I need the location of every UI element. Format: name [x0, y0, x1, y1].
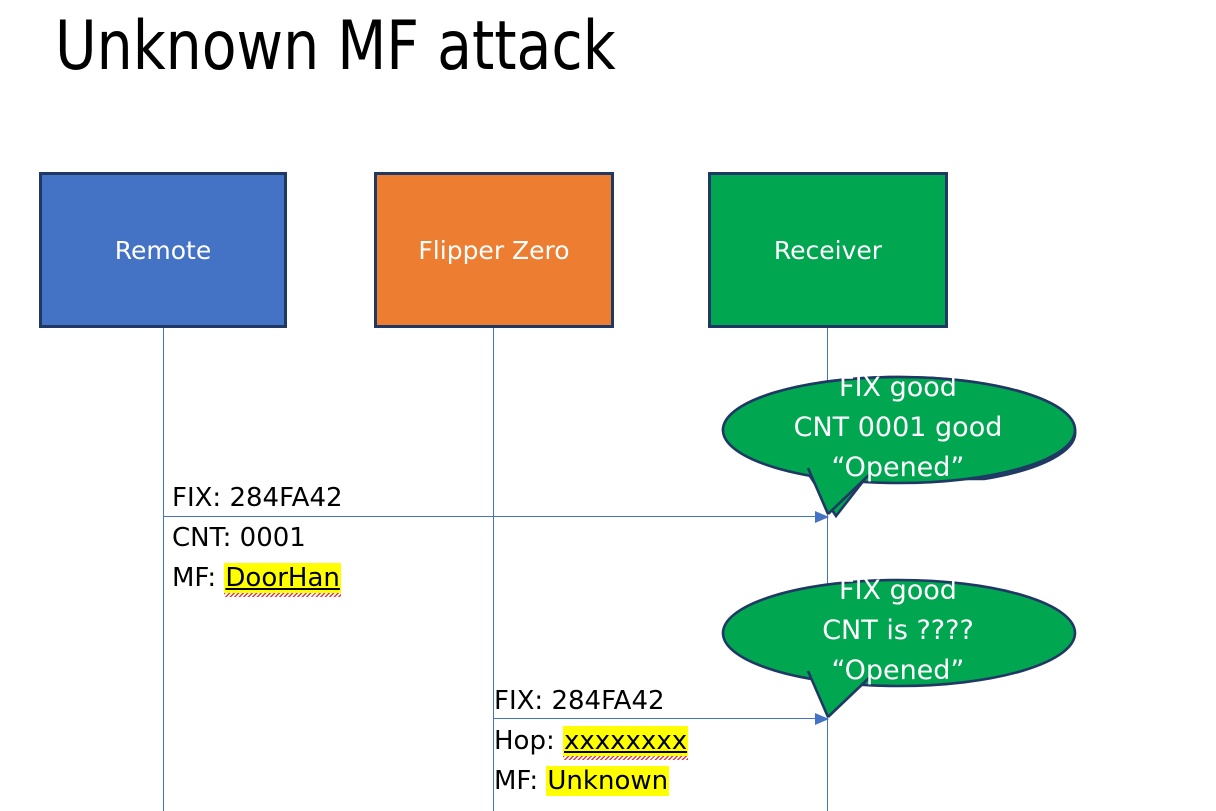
actor-label-flipper: Flipper Zero [418, 235, 570, 265]
actor-label-remote: Remote [114, 235, 212, 265]
message-2-hop-prefix: Hop: [494, 726, 563, 756]
actor-label-receiver: Receiver [773, 235, 883, 265]
message-1-fix-label: FIX: 284FA42 [172, 483, 343, 513]
actor-box-remote[interactable]: Remote [39, 172, 287, 328]
speech-bubble-1: FIX good CNT 0001 good “Opened” [718, 362, 1078, 522]
message-1-mf-value-highlight: DoorHan [224, 563, 341, 593]
lifeline-remote [163, 328, 164, 811]
lifeline-flipper [493, 328, 494, 811]
message-2-mf-prefix: MF: [494, 766, 547, 796]
actor-box-receiver[interactable]: Receiver [708, 172, 948, 328]
lifeline-receiver [827, 328, 828, 811]
actor-box-flipper[interactable]: Flipper Zero [374, 172, 614, 328]
message-2-mf-label: MF: Unknown [494, 761, 670, 801]
speech-bubble-1-shape [721, 375, 1077, 519]
message-2-hop-label: Hop: xxxxxxxx [494, 721, 689, 761]
message-2-hop-value: xxxxxxxx [564, 726, 688, 756]
message-arrow-flipper-to-receiver [493, 713, 829, 725]
message-arrow-remote-to-receiver [163, 511, 829, 523]
speech-bubble-2: FIX good CNT is ???? “Opened” [718, 565, 1078, 725]
message-2-hop-value-highlight: xxxxxxxx [563, 726, 689, 756]
message-1-cnt-label: CNT: 0001 [172, 523, 306, 553]
message-2-mf-value: Unknown [547, 766, 669, 796]
message-1-mf-label: MF: DoorHan [172, 558, 341, 598]
speech-bubble-2-shape [721, 578, 1077, 718]
message-2-mf-value-highlight: Unknown [546, 766, 670, 796]
message-1-mf-prefix: MF: [172, 563, 225, 593]
message-1-mf-value: DoorHan [225, 563, 340, 593]
message-2-fix-label: FIX: 284FA42 [494, 686, 665, 716]
page-title: Unknown MF attack [55, 7, 616, 86]
